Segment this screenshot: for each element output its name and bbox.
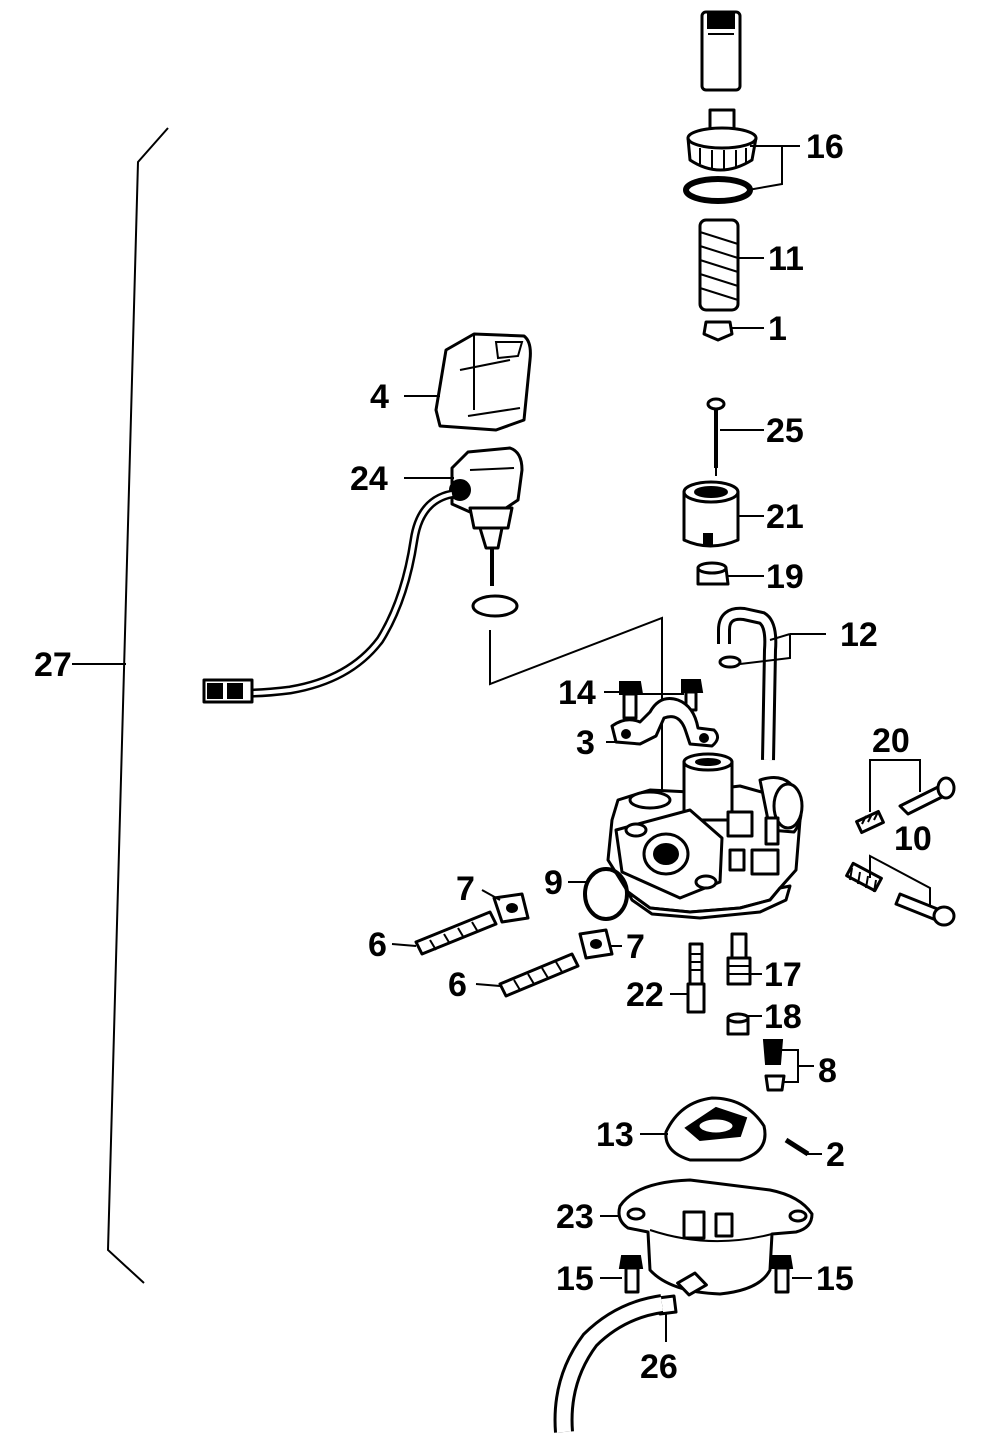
float-valve [762, 1039, 786, 1092]
chamber-top-cap [686, 108, 758, 172]
carburetor-body [606, 752, 804, 920]
label-16: 16 [806, 128, 844, 166]
main-jet [726, 1012, 750, 1036]
float-bowl [617, 1178, 814, 1297]
label-23: 23 [556, 1198, 594, 1236]
label-15-left: 15 [556, 1260, 594, 1298]
cable-adjuster-tube [700, 10, 742, 92]
jet-needle [706, 397, 726, 476]
label-25: 25 [766, 412, 804, 450]
washer-upper [492, 892, 530, 924]
label-15-right: 15 [816, 1260, 854, 1298]
bowl-screw-left [618, 1255, 644, 1294]
label-14: 14 [558, 674, 596, 712]
part-labels: 16 11 1 4 25 24 21 19 12 27 14 20 3 10 9… [34, 128, 932, 1386]
stud-lower [498, 952, 580, 998]
label-19: 19 [766, 558, 804, 596]
label-6-upper: 6 [368, 926, 387, 964]
jet-holder [726, 932, 752, 986]
label-8: 8 [818, 1052, 837, 1090]
slide-nut [696, 561, 730, 586]
label-6-lower: 6 [448, 966, 467, 1004]
label-2: 2 [826, 1136, 845, 1174]
stud-upper [414, 910, 498, 956]
cover-screws [619, 679, 704, 720]
vent-tube [717, 606, 778, 761]
label-12: 12 [840, 616, 878, 654]
label-24: 24 [350, 460, 388, 498]
throttle-spring [698, 218, 740, 312]
label-3: 3 [576, 724, 595, 762]
label-21: 21 [766, 498, 804, 536]
throttle-slide [682, 480, 740, 548]
idle-screw [845, 861, 956, 927]
washer-lower [578, 928, 614, 960]
label-18: 18 [764, 998, 802, 1036]
choke-cover-cap [434, 332, 532, 432]
label-17: 17 [764, 956, 802, 994]
pilot-screw [855, 776, 956, 835]
auto-choke [202, 446, 524, 704]
body-gasket [583, 867, 629, 921]
label-1: 1 [768, 310, 787, 348]
label-13: 13 [596, 1116, 634, 1154]
leader-lines [391, 145, 931, 1342]
label-9: 9 [544, 864, 563, 902]
label-7-lower: 7 [626, 928, 645, 966]
float-pin [784, 1137, 810, 1157]
label-22: 22 [626, 976, 664, 1014]
bowl-screw-right [768, 1255, 794, 1294]
label-26: 26 [640, 1348, 678, 1386]
choke-o-ring [471, 594, 519, 618]
assembly-bracket [72, 127, 169, 1284]
label-7-upper: 7 [456, 870, 475, 908]
label-20: 20 [872, 722, 910, 760]
needle-jet [686, 942, 706, 1014]
label-11: 11 [768, 240, 804, 278]
float [664, 1096, 767, 1162]
drain-hose [553, 1294, 664, 1433]
retaining-plate [610, 697, 719, 748]
label-4: 4 [370, 378, 389, 416]
cap-gasket [683, 176, 753, 204]
label-27: 27 [34, 646, 72, 684]
label-10: 10 [894, 820, 932, 858]
needle-clip [702, 320, 734, 342]
